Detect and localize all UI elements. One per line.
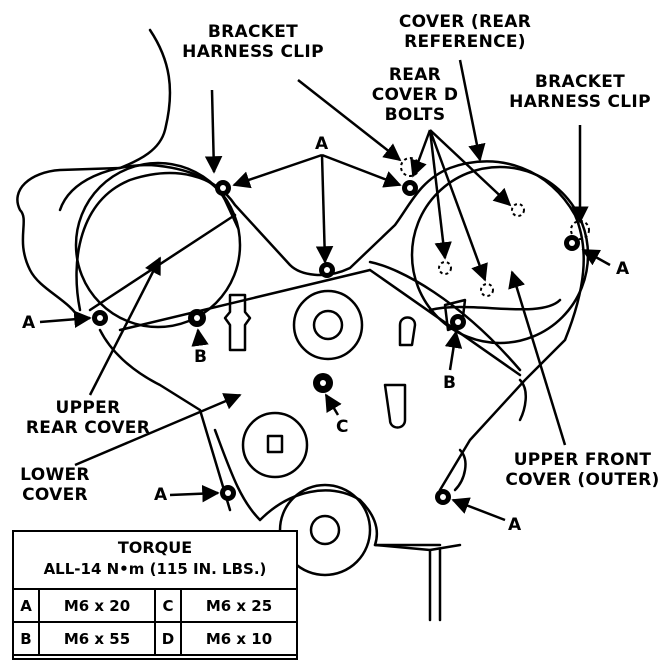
table-cell-key: D [154, 621, 182, 656]
callout-a-right: A [616, 259, 630, 279]
table-cell-value: M6 x 55 [38, 621, 156, 656]
table-cell-value: M6 x 20 [38, 588, 156, 623]
label-bracket-harness-clip-left: BRACKET HARNESS CLIP [158, 22, 348, 62]
table-cell-value: M6 x 25 [180, 588, 298, 623]
label-line: UPPER FRONT [513, 450, 652, 470]
lower-cover-outline [213, 428, 442, 547]
label-line: HARNESS CLIP [182, 42, 324, 62]
label-bracket-harness-clip-right: BRACKET HARNESS CLIP [495, 72, 665, 112]
label-upper-front-cover-outer: UPPER FRONT COVER (OUTER) [500, 450, 665, 490]
torque-subtitle: ALL-14 N•m (115 IN. LBS.) [43, 560, 267, 578]
upper-front-cover-outline [75, 160, 585, 492]
callout-a-left: A [22, 313, 36, 333]
callout-a-top: A [315, 134, 329, 154]
label-rear-cover-d-bolts: REAR COVER D BOLTS [360, 65, 470, 125]
label-line: REAR COVER [25, 418, 151, 438]
callout-a-bottom-right: A [508, 515, 522, 535]
label-line: COVER [22, 485, 88, 505]
table-cell-key: A [12, 588, 40, 623]
callout-a-bottom-left: A [154, 485, 168, 505]
callout-b-right: B [443, 373, 456, 393]
label-line: LOWER [20, 465, 90, 485]
table-row: A M6 x 20 C M6 x 25 [12, 588, 298, 623]
label-lower-cover: LOWER COVER [10, 465, 100, 505]
bolts [92, 180, 580, 505]
torque-title: TORQUE [117, 538, 193, 557]
label-line: HARNESS CLIP [509, 92, 651, 112]
label-line: COVER D [371, 85, 459, 105]
label-line: REFERENCE) [404, 32, 526, 52]
torque-spec-grid: A M6 x 20 C M6 x 25 B M6 x 55 D M6 x 10 [12, 588, 298, 656]
callout-b-left: B [194, 347, 207, 367]
table-cell-key: C [154, 588, 182, 623]
torque-table: TORQUE ALL-14 N•m (115 IN. LBS.) A M6 x … [12, 530, 298, 660]
table-cell-key: B [12, 621, 40, 656]
label-line: UPPER [55, 398, 121, 418]
left-camshaft-sprocket [74, 161, 242, 329]
label-line: BRACKET [207, 22, 299, 42]
label-line: COVER (OUTER) [505, 470, 660, 490]
label-line: REAR [388, 65, 442, 85]
label-line: BRACKET [534, 72, 626, 92]
callout-c: C [336, 417, 349, 437]
label-line: COVER (REAR [398, 12, 532, 32]
label-upper-rear-cover: UPPER REAR COVER [18, 398, 158, 438]
table-cell-value: M6 x 10 [180, 621, 298, 656]
table-row: B M6 x 55 D M6 x 10 [12, 621, 298, 656]
idler-pulley [241, 411, 309, 479]
label-line: BOLTS [384, 105, 446, 125]
water-pump-pulley [292, 289, 364, 361]
label-cover-rear-reference: COVER (REAR REFERENCE) [385, 12, 545, 52]
engine-block-outline [16, 28, 172, 322]
